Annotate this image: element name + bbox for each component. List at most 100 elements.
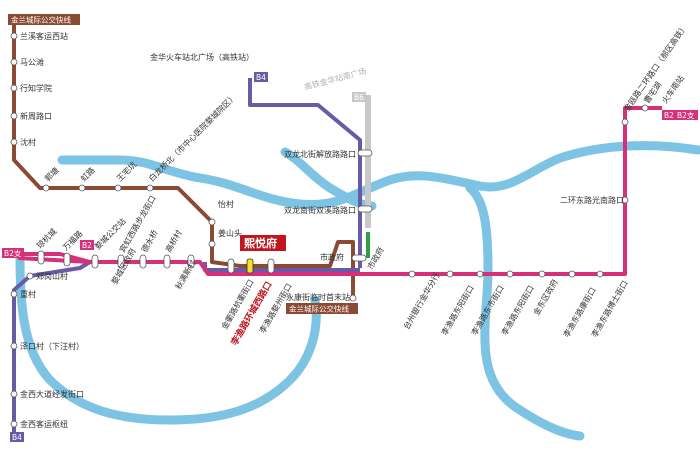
station-label: 金西客运枢纽: [20, 419, 68, 429]
station-label: 金华火车站北广场（高铁站）: [150, 52, 254, 62]
station-label: 李渔路东阳街口: [499, 284, 536, 337]
tag-b4-top: B4: [256, 73, 266, 82]
station-label: 白龙桥北（市中心医院婺城院区）: [146, 91, 238, 183]
labels-magenta-east: 市政府 台州银行金华分行 李渔路东阳街口 李渔路东市街口 李渔路东阳街口 金东区…: [365, 195, 630, 339]
station-capsule[interactable]: [117, 254, 125, 269]
station-dot[interactable]: [10, 84, 18, 92]
tag-b2-right-b: B2支: [677, 110, 695, 120]
station-capsule[interactable]: [63, 252, 71, 267]
tag-b2-right-bg: [662, 110, 698, 120]
station-capsule[interactable]: [187, 254, 195, 269]
tag-b2-left: B2支: [4, 248, 22, 258]
station-label: 新周路口: [20, 111, 52, 121]
station-dot[interactable]: [114, 184, 122, 192]
highlight-name[interactable]: 熙悦府: [244, 236, 277, 250]
station-dot[interactable]: [78, 184, 86, 192]
tag-b4-bottom: B4: [12, 433, 22, 442]
station-dot[interactable]: [408, 270, 416, 278]
station-dot[interactable]: [596, 270, 604, 278]
station-label: 行知学院: [20, 83, 52, 93]
station-label: 台州银行金华分行: [401, 271, 442, 331]
station-label: 市政府: [320, 252, 344, 262]
station-dot[interactable]: [641, 104, 649, 112]
tag-b2-mid: B2: [82, 241, 92, 250]
station-label: 姜山头: [218, 228, 242, 238]
station-label: 双龙南街双溪路路口: [284, 205, 356, 215]
station-label: 李渔东路博士街口: [589, 279, 630, 339]
river-branch-south: [465, 183, 585, 441]
yellow-highlight-segment: [246, 258, 254, 274]
station-label: 怡村: [218, 199, 234, 209]
tag-b2-right-a: B2: [664, 111, 674, 120]
station-dot[interactable]: [476, 270, 484, 278]
station-label: 泽口村（下汪村）: [20, 341, 84, 351]
station-dot[interactable]: [10, 420, 18, 428]
tag-b4-bottom-bg: [10, 432, 24, 442]
station-dot[interactable]: [146, 184, 154, 192]
tag-b4-top-bg: [254, 72, 268, 82]
station-capsule[interactable]: [351, 254, 367, 262]
station-capsule[interactable]: [227, 258, 235, 274]
station-label: 郑岗山村: [36, 271, 68, 281]
tag-b2-left-bg: [2, 248, 24, 258]
station-label: 火车南站: [659, 73, 686, 105]
station-label: 琼杭城: [34, 226, 58, 250]
tag-b6-bg: [352, 92, 366, 102]
station-label: 二环东路光南路口: [560, 195, 624, 205]
station-capsule[interactable]: [267, 258, 275, 274]
station-dot[interactable]: [10, 290, 18, 298]
river-main: [57, 141, 700, 210]
station-dot[interactable]: [568, 270, 576, 278]
tag-brown-bottom-bg: [286, 303, 358, 314]
route-tags: 金兰城际公交快线 金兰城际公交快线 B4 B4 B6 B2支 B2 B2 B2支: [2, 14, 698, 442]
station-capsule[interactable]: [139, 254, 147, 269]
station-dot[interactable]: [10, 32, 18, 40]
station-capsule[interactable]: [357, 205, 373, 213]
station-dot[interactable]: [446, 270, 454, 278]
station-label: 金东区政府: [531, 277, 560, 317]
labels-purple-west: 郑岗山村 重村 泽口村（下汪村） 金西大道经发街口 金西客运枢纽: [20, 271, 84, 429]
station-dot[interactable]: [538, 270, 546, 278]
station-dot[interactable]: [621, 196, 629, 204]
station-markers: [10, 32, 649, 428]
station-label: 郭塘: [42, 165, 60, 183]
station-dot[interactable]: [208, 240, 216, 248]
station-label: 高桥村: [163, 228, 184, 254]
tag-b2-mid-bg: [80, 240, 94, 250]
highlight-box: [240, 235, 286, 251]
station-label: 虹路: [78, 165, 96, 183]
station-capsule[interactable]: [163, 254, 171, 269]
station-dot[interactable]: [10, 138, 18, 146]
station-dot[interactable]: [349, 294, 357, 302]
station-label: 马公滩: [20, 57, 44, 67]
tag-brown-top: 金兰城际公交快线: [11, 15, 71, 25]
station-label: 双龙北街解放路路口: [284, 149, 356, 159]
station-dot[interactable]: [26, 272, 34, 280]
station-dot[interactable]: [506, 270, 514, 278]
station-label: 重村: [20, 289, 36, 299]
station-label: 金西大道经发街口: [20, 389, 84, 399]
station-capsule[interactable]: [357, 149, 373, 157]
station-label: 沈村: [20, 137, 36, 147]
station-label: 德水桥: [139, 228, 160, 254]
station-dot[interactable]: [208, 218, 216, 226]
tag-brown-top-bg: [8, 14, 80, 25]
station-dot[interactable]: [42, 184, 50, 192]
river-network: [15, 141, 700, 441]
station-dot[interactable]: [10, 58, 18, 66]
station-capsule[interactable]: [37, 250, 45, 265]
labels-brown-west: 兰溪客运西站 马公滩 行知学院 新周路口 沈村 郭塘 虹路 王宅坑 白龙桥北（市…: [20, 31, 242, 238]
station-capsule[interactable]: [91, 254, 99, 269]
station-dot[interactable]: [10, 342, 18, 350]
line-magenta-west: [14, 252, 91, 264]
station-dot[interactable]: [621, 118, 629, 126]
tag-b6: B6: [354, 93, 364, 102]
station-dot[interactable]: [10, 390, 18, 398]
line-brown-west: [12, 20, 355, 300]
station-dot[interactable]: [10, 112, 18, 120]
river-branch-west: [15, 251, 321, 425]
station-label: 永康街临时首末站: [286, 292, 350, 302]
station-label: 兰溪客运西站: [20, 31, 68, 41]
